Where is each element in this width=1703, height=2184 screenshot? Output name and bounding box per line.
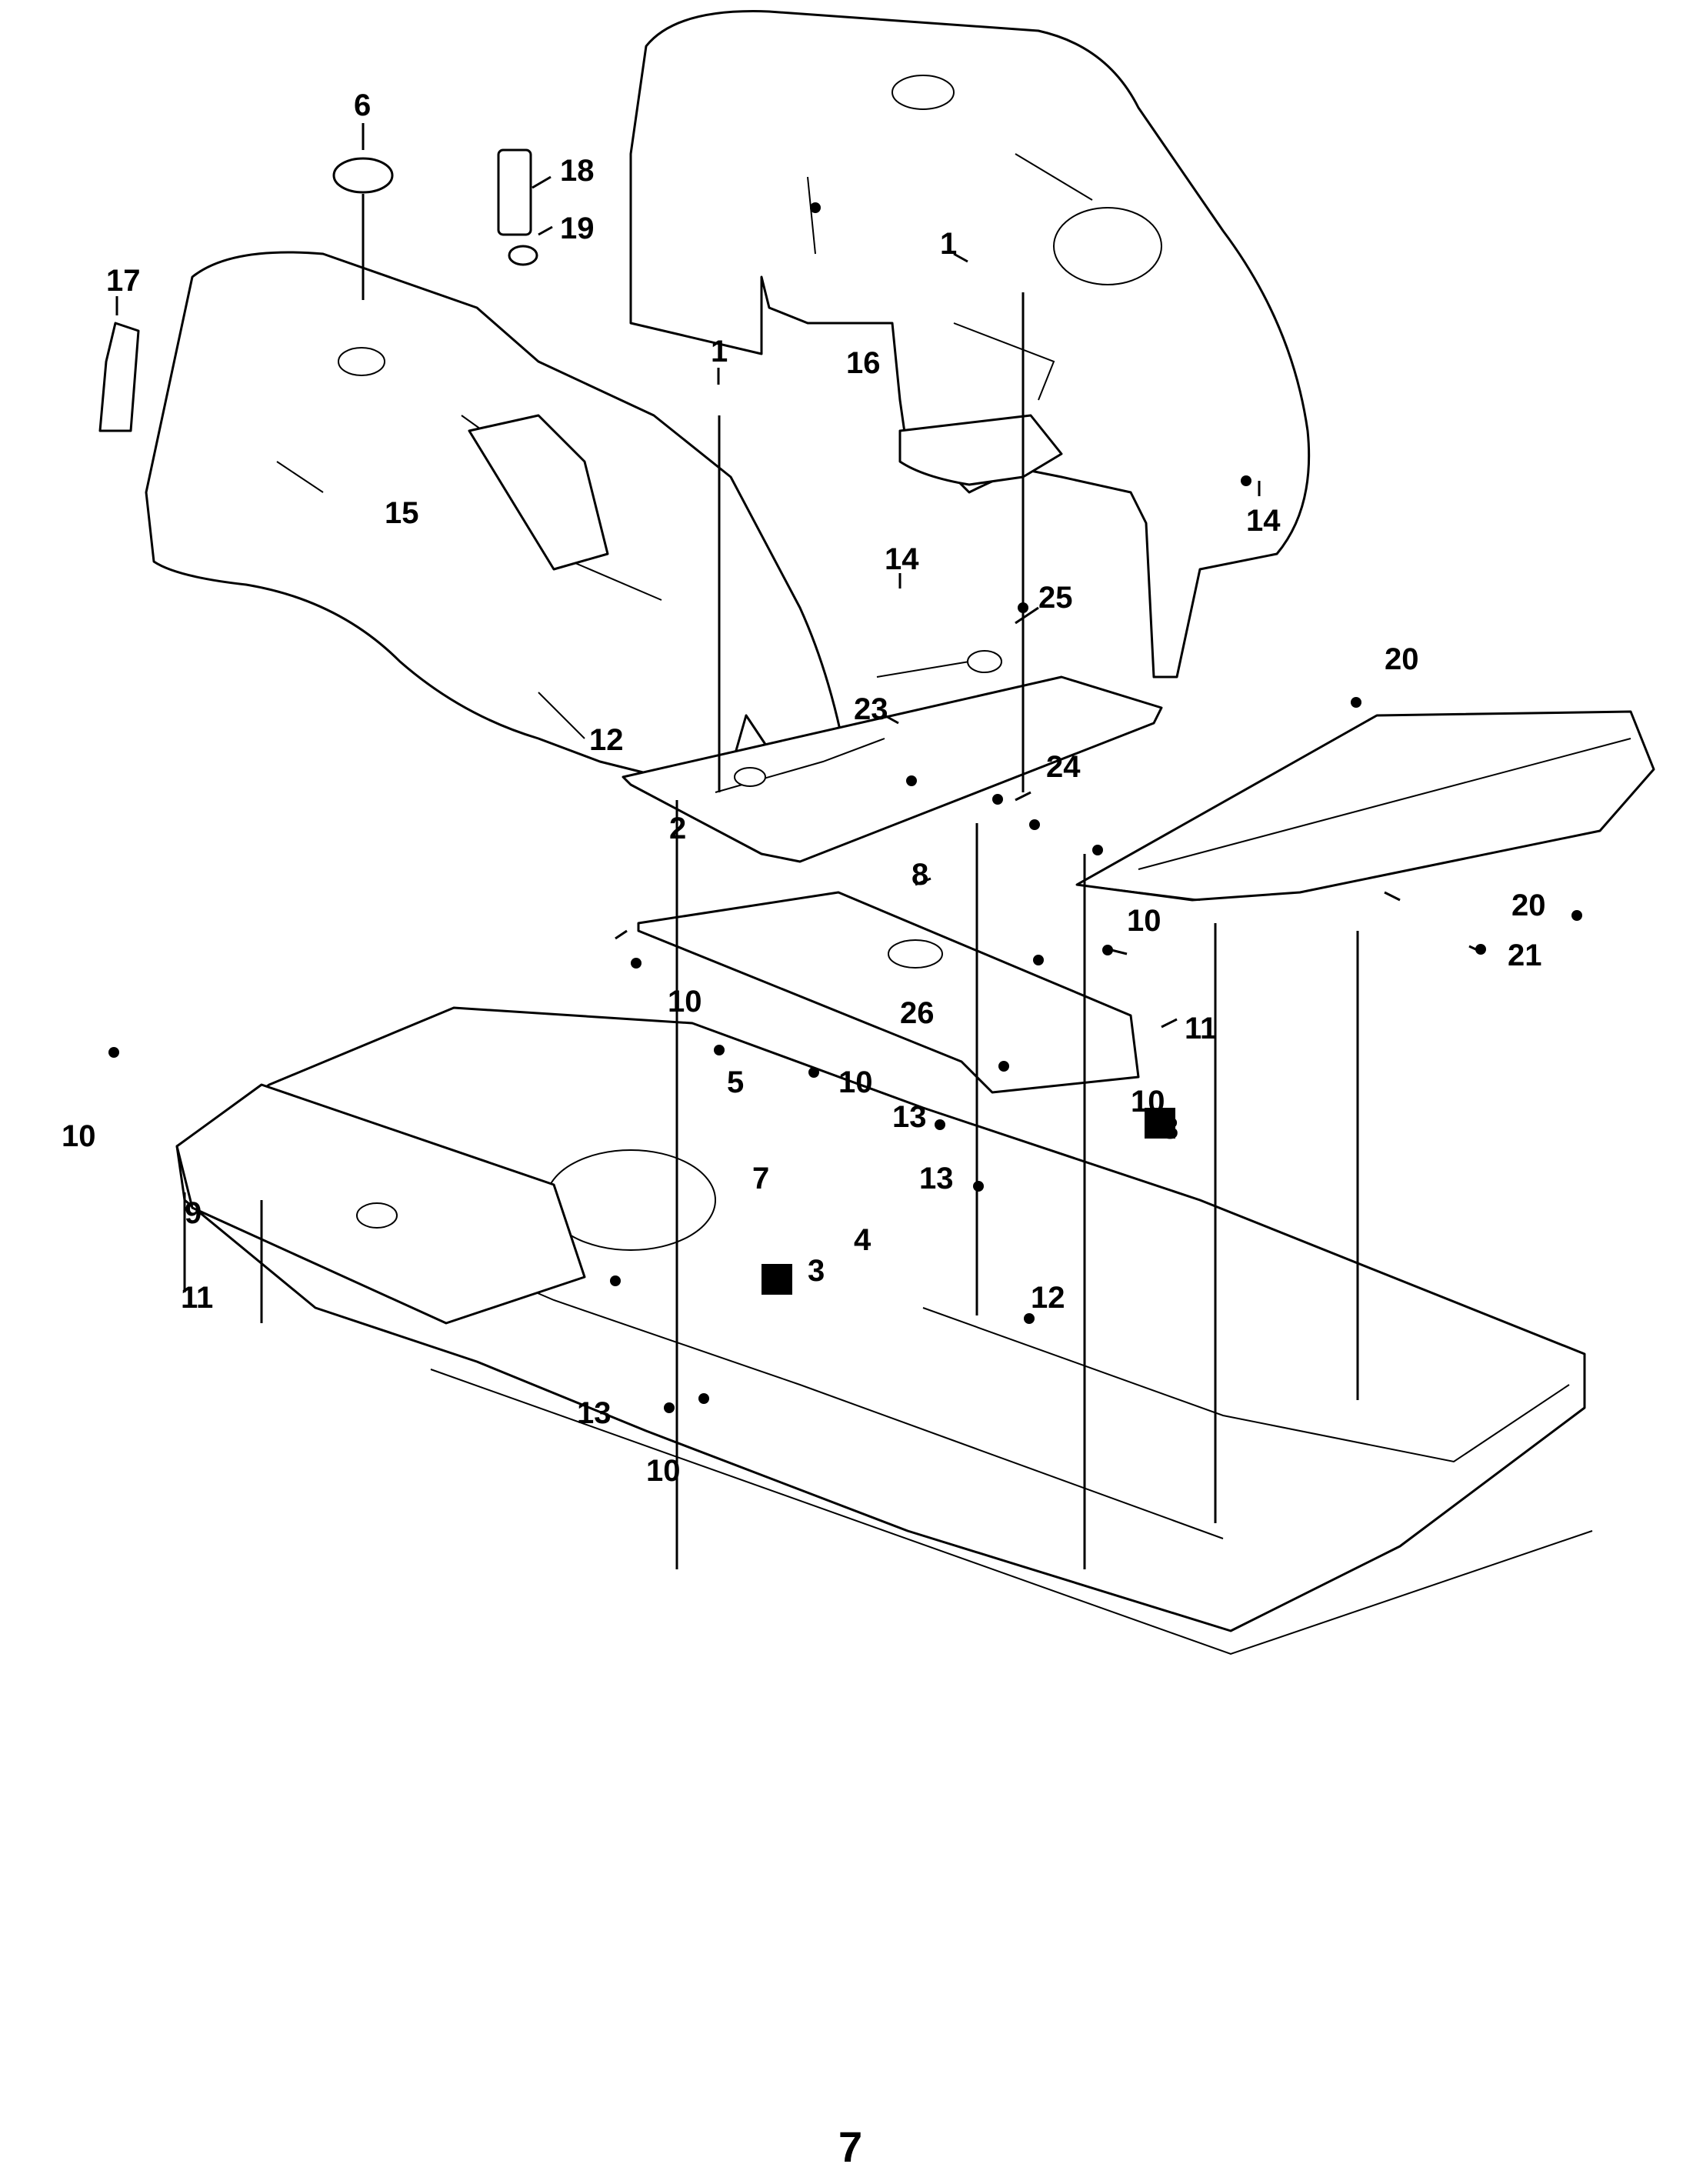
callout-10-b: 10 bbox=[668, 985, 702, 1019]
callout-9: 9 bbox=[185, 1196, 202, 1230]
callout-13-b: 13 bbox=[919, 1162, 954, 1195]
callout-10-d: 10 bbox=[1131, 1085, 1165, 1119]
front-plate bbox=[175, 1083, 586, 1325]
callout-25: 25 bbox=[1038, 581, 1073, 615]
callout-20: 20 bbox=[1511, 889, 1546, 922]
callout-4: 4 bbox=[854, 1223, 871, 1257]
callout-10-a: 10 bbox=[1127, 904, 1161, 938]
callout-11-left: 11 bbox=[181, 1281, 213, 1315]
callout-24: 24 bbox=[1046, 750, 1081, 784]
rear-fender-left bbox=[145, 251, 855, 817]
main-chassis-frame bbox=[175, 1006, 1593, 1656]
plug-part bbox=[508, 245, 538, 266]
callout-5: 5 bbox=[727, 1065, 744, 1099]
page-number: 7 bbox=[838, 2122, 862, 2171]
callout-14-right: 14 bbox=[1246, 504, 1281, 538]
callout-22: 21 bbox=[1508, 939, 1542, 972]
mounting-bracket bbox=[637, 891, 1140, 1094]
callout-16: 16 bbox=[846, 346, 881, 380]
seat-plate bbox=[622, 650, 1163, 863]
callout-10-f: 10 bbox=[646, 1454, 681, 1488]
callout-7: 7 bbox=[752, 1162, 769, 1195]
callout-15: 15 bbox=[385, 496, 419, 530]
clip-part bbox=[497, 148, 532, 236]
callout-17: 17 bbox=[106, 264, 141, 298]
callout-3-right: 3 bbox=[1161, 1112, 1178, 1145]
callout-10-e: 10 bbox=[62, 1119, 96, 1153]
callout-13-c: 13 bbox=[577, 1396, 612, 1430]
callout-2: 2 bbox=[669, 812, 686, 845]
callout-12-bottom: 12 bbox=[1031, 1281, 1065, 1315]
callout-12-top: 12 bbox=[589, 723, 624, 757]
callout-21: 20 bbox=[1385, 642, 1419, 676]
callout-8: 8 bbox=[911, 858, 928, 892]
callout-11-right: 11 bbox=[1185, 1012, 1217, 1045]
callout-14-left: 14 bbox=[885, 542, 919, 576]
leader-lines bbox=[115, 123, 1481, 1569]
callout-6: 6 bbox=[354, 88, 371, 122]
fasteners bbox=[108, 202, 1582, 1413]
callout-1-right: 1 bbox=[940, 227, 957, 261]
bumper-part bbox=[98, 322, 140, 432]
cap-part bbox=[332, 157, 394, 194]
callout-10-c: 10 bbox=[838, 1065, 873, 1099]
footrest-panel bbox=[1075, 710, 1655, 902]
callout-19: 19 bbox=[560, 212, 595, 245]
callout-13-a: 13 bbox=[892, 1100, 927, 1134]
callout-23: 23 bbox=[854, 692, 888, 726]
callout-18: 18 bbox=[560, 154, 595, 188]
callouts: 6 18 19 17 1 1 16 15 14 14 25 20 23 12 2… bbox=[62, 88, 1546, 2171]
callout-3-left: 3 bbox=[808, 1254, 825, 1288]
callout-26: 26 bbox=[900, 996, 935, 1030]
callout-1-left: 1 bbox=[711, 335, 728, 368]
rear-fender-right bbox=[629, 10, 1311, 679]
